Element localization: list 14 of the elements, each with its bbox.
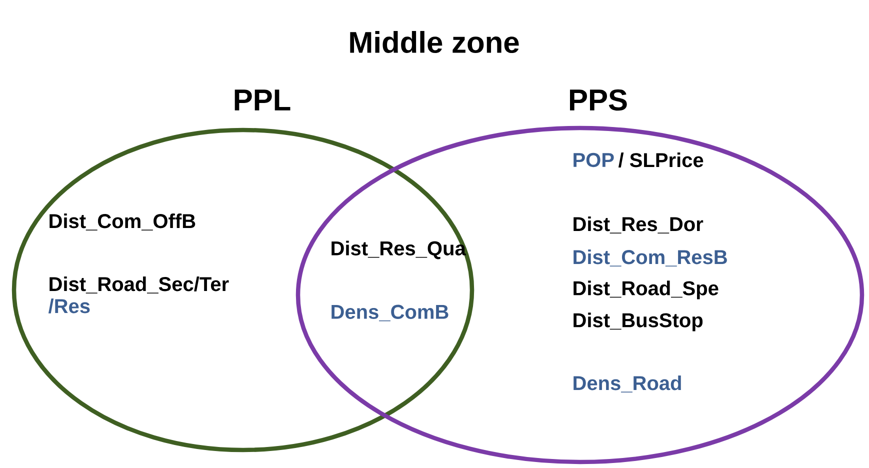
set-label: /Res [48,298,90,314]
node-label: PPL [234,90,290,110]
set-label: Dens_Road [574,376,681,392]
set-label: Dist_Com_ResB [574,250,727,266]
set-label: POP [574,152,614,168]
set-label: Dist_BusStop [574,312,703,332]
set-label: Dist_Road_Spe [574,280,718,300]
set-label: Dist_Res_Dor [574,216,704,234]
set-label: Dist_Com_OffB [50,214,196,230]
title: Middle zone [350,30,519,54]
set-label: Dist_Road_Sec/Ter [50,276,229,294]
set-label: Dens_ComB [332,304,448,322]
node-label: PPS [570,89,627,111]
set-label: / SLPrice [618,152,704,168]
